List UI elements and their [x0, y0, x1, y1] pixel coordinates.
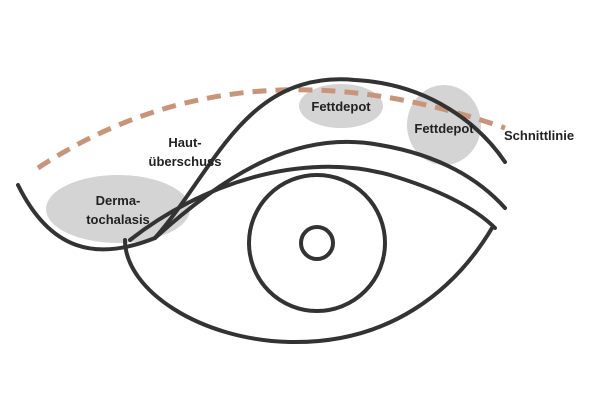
pupil [299, 225, 335, 261]
label-dermato-line1: Derma- [96, 193, 141, 208]
label-fettdepot-left: Fettdepot [311, 99, 371, 114]
label-haut-line1: Haut- [168, 135, 201, 150]
skin-fold-outline [16, 77, 507, 252]
upper-lid-margin [128, 164, 497, 242]
label-haut-line2: überschuss [149, 154, 222, 169]
label-schnittlinie: Schnittlinie [504, 128, 574, 143]
label-fettdepot-right: Fettdepot [414, 121, 474, 136]
iris [247, 173, 387, 313]
cut-line [36, 87, 506, 171]
dermatochalasis-region [46, 175, 190, 243]
label-dermato-line2: tochalasis [86, 212, 150, 227]
fat-pad-left [299, 84, 383, 128]
lower-eye-outline [123, 226, 494, 345]
